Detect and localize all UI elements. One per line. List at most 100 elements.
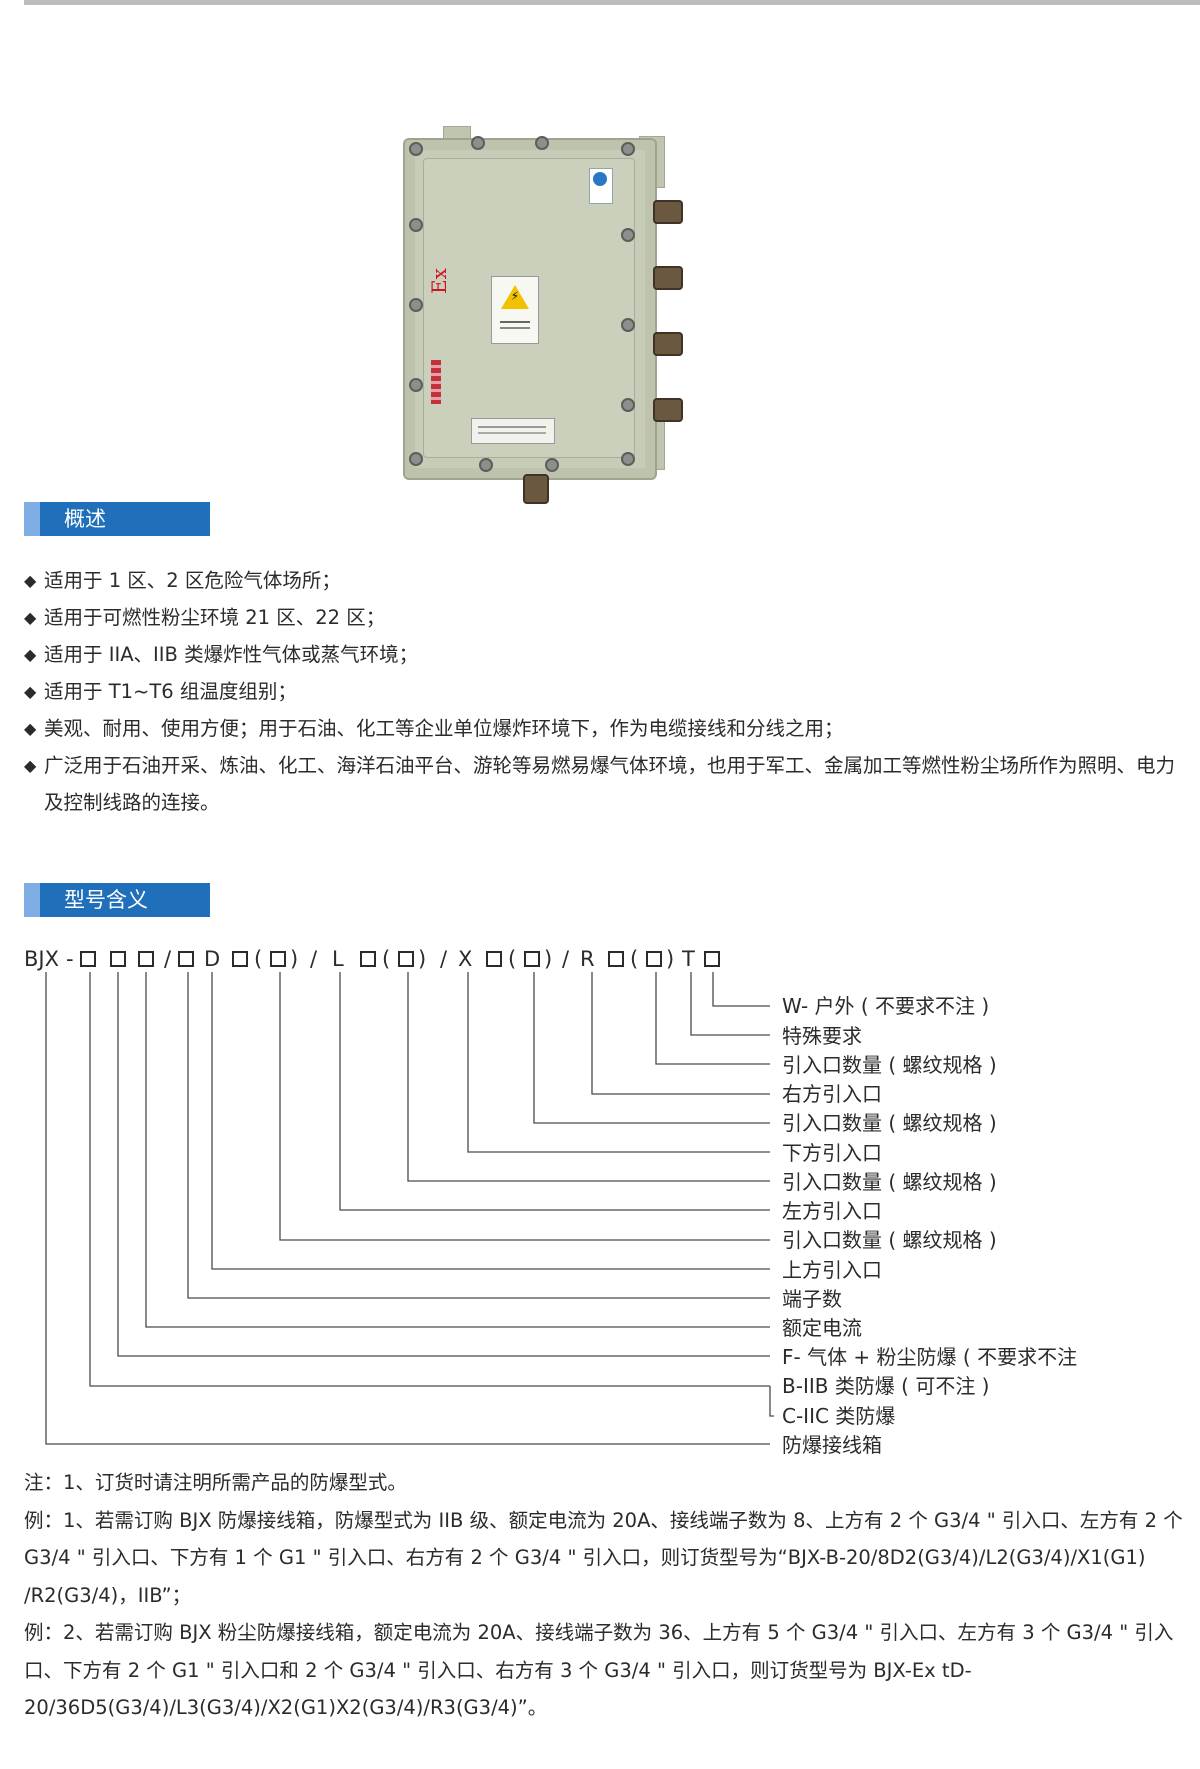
bolt-icon	[471, 136, 485, 150]
connector-line	[279, 972, 770, 1241]
connector-line	[407, 972, 770, 1182]
model-lparen: (	[254, 947, 263, 971]
bolt-icon	[545, 458, 559, 472]
diamond-bullet-icon: ◆	[24, 645, 37, 664]
nameplate	[471, 418, 555, 444]
bolt-icon	[621, 142, 635, 156]
code-box	[110, 951, 126, 967]
code-box	[524, 951, 540, 967]
note-1: 注：1、订货时请注明所需产品的防爆型式。	[24, 1471, 407, 1494]
bolt-icon	[621, 318, 635, 332]
code-box	[608, 951, 624, 967]
legend-label: 端子数	[782, 1287, 842, 1311]
model-lparen: (	[508, 947, 517, 971]
connector-bracket	[769, 1386, 774, 1417]
model-d: D	[204, 947, 221, 971]
bolt-icon	[409, 218, 423, 232]
diamond-bullet-icon: ◆	[24, 608, 37, 627]
legend-label: 下方引入口	[782, 1141, 882, 1165]
legend-label: 上方引入口	[782, 1258, 882, 1282]
connector-line	[187, 972, 770, 1299]
legend-label: W- 户外 ( 不要求不注 )	[782, 994, 990, 1018]
cable-gland-icon	[653, 398, 683, 422]
code-box	[704, 951, 720, 967]
bolt-icon	[621, 398, 635, 412]
model-lparen: (	[382, 947, 391, 971]
certification-logo-icon	[589, 168, 613, 204]
order-notes: 注：1、订货时请注明所需产品的防爆型式。 例：1、若需订购 BJX 防爆接线箱，…	[24, 1464, 1184, 1727]
list-item: ◆适用于可燃性粉尘环境 21 区、22 区；	[24, 599, 1184, 636]
legend-label: B-IIB 类防爆 ( 可不注 )	[782, 1374, 990, 1398]
example-2: 例：2、若需订购 BJX 粉尘防爆接线箱，额定电流为 20A、接线端子数为 36…	[24, 1621, 1174, 1719]
legend-label: 特殊要求	[782, 1024, 862, 1048]
model-t: T	[682, 947, 695, 971]
model-slash: /	[562, 947, 570, 971]
code-box	[646, 951, 662, 967]
section-title: 型号含义	[64, 888, 148, 912]
cable-gland-icon	[653, 200, 683, 224]
connector-line	[211, 972, 770, 1270]
list-item: ◆适用于 1 区、2 区危险气体场所；	[24, 562, 1184, 599]
diamond-bullet-icon: ◆	[24, 571, 37, 590]
code-box	[232, 951, 248, 967]
bolt-icon	[409, 378, 423, 392]
list-item: ◆美观、耐用、使用方便；用于石油、化工等企业单位爆炸环境下，作为电缆接线和分线之…	[24, 710, 1184, 747]
code-box	[486, 951, 502, 967]
connector-line	[117, 972, 770, 1357]
connector-line	[712, 972, 770, 1007]
model-l: L	[332, 947, 344, 971]
model-slash: /	[440, 947, 448, 971]
bolt-icon	[621, 452, 635, 466]
model-rparen: )	[418, 947, 427, 971]
connector-line	[89, 972, 770, 1387]
connector-line	[467, 972, 770, 1153]
code-box	[360, 951, 376, 967]
model-section-header: 型号含义	[24, 883, 210, 917]
code-box	[80, 951, 96, 967]
diamond-bullet-icon: ◆	[24, 719, 37, 738]
legend-label: 引入口数量 ( 螺纹规格 )	[782, 1053, 997, 1077]
bolt-icon	[409, 142, 423, 156]
legend-label: 引入口数量 ( 螺纹规格 )	[782, 1170, 997, 1194]
model-slash: /	[164, 947, 172, 971]
overview-bullet-list: ◆适用于 1 区、2 区危险气体场所； ◆适用于可燃性粉尘环境 21 区、22 …	[24, 562, 1184, 821]
warning-label: ⚡	[491, 276, 539, 344]
model-rparen: )	[666, 947, 675, 971]
diamond-bullet-icon: ◆	[24, 756, 37, 775]
bolt-icon	[409, 452, 423, 466]
code-box	[138, 951, 154, 967]
connector-line	[339, 972, 770, 1211]
model-slash: /	[310, 947, 318, 971]
connector-line	[45, 972, 770, 1445]
model-rparen: )	[544, 947, 553, 971]
section-title: 概述	[64, 507, 106, 531]
list-item: ◆适用于 T1~T6 组温度组别；	[24, 673, 1184, 710]
bolt-icon	[621, 228, 635, 242]
code-box	[270, 951, 286, 967]
connector-line	[591, 972, 770, 1095]
code-box	[178, 951, 194, 967]
model-x: X	[458, 947, 473, 971]
bolt-icon	[535, 136, 549, 150]
model-prefix: BJX	[24, 947, 59, 971]
model-dash: -	[66, 947, 74, 971]
bolt-icon	[479, 458, 493, 472]
overview-section-header: 概述	[24, 502, 210, 536]
model-lparen: (	[630, 947, 639, 971]
diamond-bullet-icon: ◆	[24, 682, 37, 701]
model-r: R	[580, 947, 595, 971]
bolt-icon	[409, 298, 423, 312]
cable-gland-icon	[653, 332, 683, 356]
code-box	[398, 951, 414, 967]
cable-gland-icon	[653, 266, 683, 290]
legend-label: F- 气体 + 粉尘防爆 ( 不要求不注	[782, 1345, 1078, 1369]
product-image: ⚡ Ex	[395, 118, 695, 510]
legend-label: 防爆接线箱	[782, 1433, 882, 1457]
list-item: ◆广泛用于石油开采、炼油、化工、海洋石油平台、游轮等易燃易爆气体环境，也用于军工…	[24, 747, 1184, 821]
legend-label: 引入口数量 ( 螺纹规格 )	[782, 1228, 997, 1252]
connector-line	[655, 972, 770, 1065]
model-rparen: )	[290, 947, 299, 971]
cable-gland-icon	[523, 474, 549, 504]
legend-label: C-IIC 类防爆	[782, 1404, 896, 1428]
